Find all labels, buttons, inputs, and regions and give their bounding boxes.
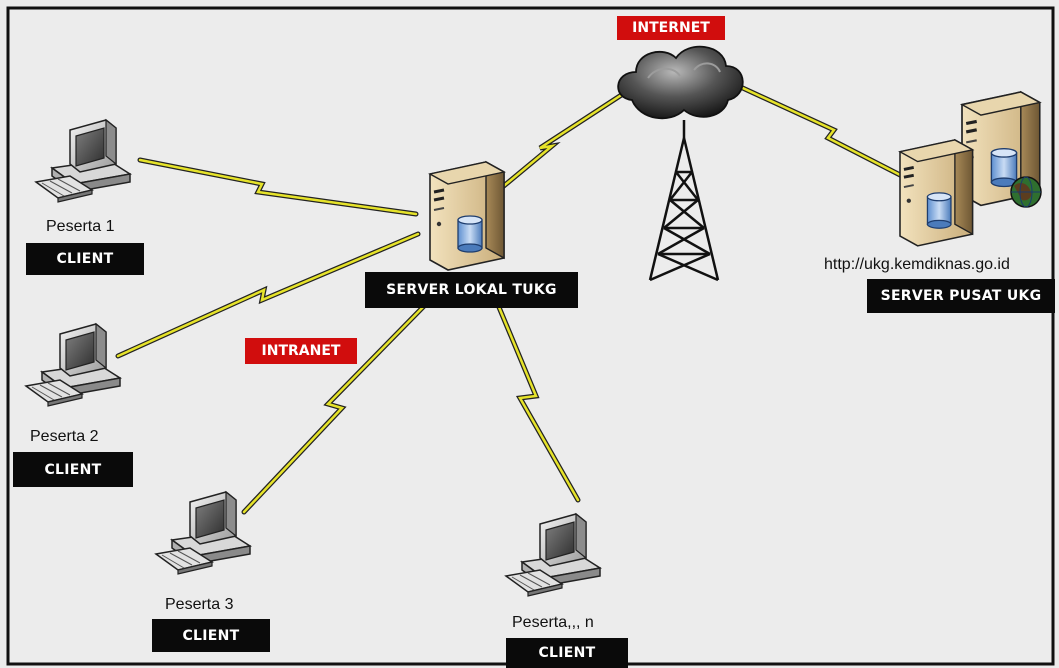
intranet-tag: INTRANET xyxy=(245,338,357,364)
client-pc-icon-1 xyxy=(35,119,131,203)
client-name-2: Peserta 2 xyxy=(30,428,99,445)
central-server-tag: SERVER PUSAT UKG xyxy=(867,279,1055,313)
globe-icon xyxy=(1010,176,1042,208)
link-peserta-n xyxy=(493,297,581,503)
internet-cloud-icon xyxy=(617,45,744,120)
central-server-url: http://ukg.kemdiknas.go.id xyxy=(824,256,1010,273)
client-role-3: CLIENT xyxy=(182,627,240,644)
client-role-n: CLIENT xyxy=(538,645,596,661)
client-role-2: CLIENT xyxy=(44,461,102,478)
client-tag-2: CLIENT xyxy=(13,452,133,487)
client-role-1: CLIENT xyxy=(56,251,114,267)
link-peserta-1 xyxy=(137,157,419,217)
client-name-3: Peserta 3 xyxy=(165,596,234,613)
local-server-icon xyxy=(428,160,506,272)
intranet-tag-label: INTRANET xyxy=(261,343,341,359)
link-internet-central xyxy=(731,81,909,181)
client-pc-icon-n xyxy=(505,513,601,597)
link-peserta-2 xyxy=(115,231,421,359)
network-links xyxy=(115,81,909,515)
client-name-1: Peserta 1 xyxy=(46,218,115,235)
link-local-internet xyxy=(467,89,629,217)
client-tag-3: CLIENT xyxy=(152,619,270,652)
client-pc-icon-2 xyxy=(25,323,121,407)
central-server-label: SERVER PUSAT UKG xyxy=(880,288,1042,304)
client-tag-n: CLIENT xyxy=(506,638,628,668)
local-server-label: SERVER LOKAL TUKG xyxy=(386,282,557,298)
central-server-icon xyxy=(898,90,1042,248)
client-pc-icon-3 xyxy=(155,491,251,575)
link-peserta-3 xyxy=(241,299,431,515)
local-server-tag: SERVER LOKAL TUKG xyxy=(365,272,578,308)
radio-tower-icon xyxy=(648,120,720,282)
client-name-n: Peserta,,, n xyxy=(512,614,594,631)
internet-tag-label: INTERNET xyxy=(632,20,710,36)
internet-tag: INTERNET xyxy=(617,16,725,40)
client-tag-1: CLIENT xyxy=(26,243,144,275)
